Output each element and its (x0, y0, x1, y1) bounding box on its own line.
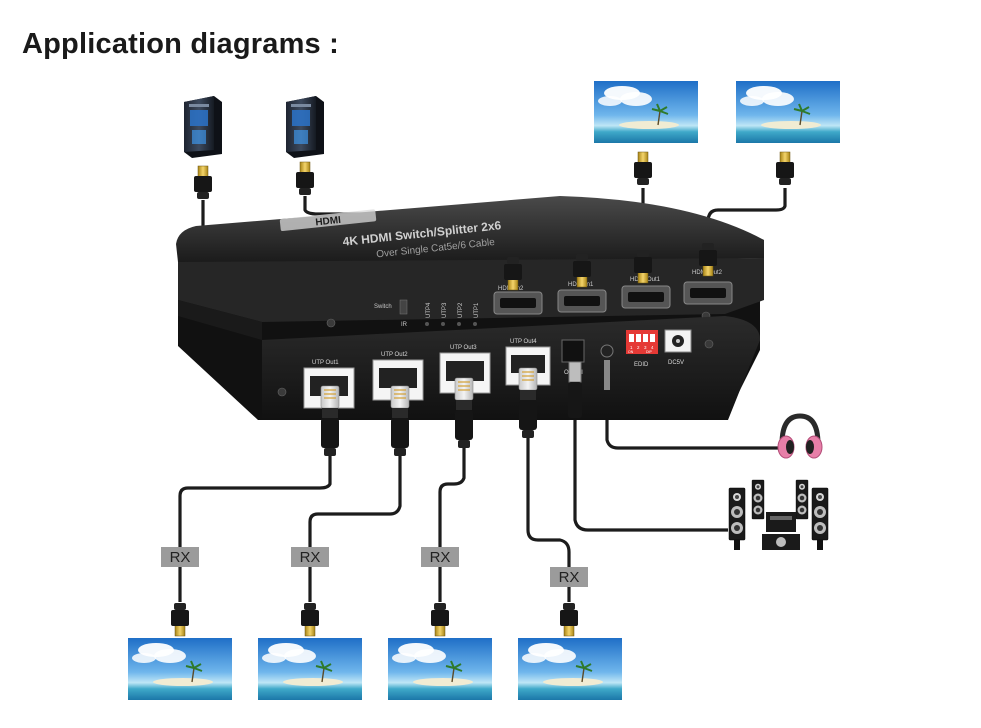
cable-utp4 (526, 436, 571, 568)
edid-label: EDID (634, 362, 649, 368)
led-indicator (425, 322, 429, 326)
led-indicator (457, 322, 461, 326)
utp-out3-label: UTP Out3 (450, 345, 477, 351)
tv-screen-icon (127, 637, 233, 701)
screw-icon (704, 339, 714, 349)
speaker-system-icon (728, 479, 829, 550)
dip-on-text: ON (628, 350, 634, 354)
cable-utp1 (178, 454, 332, 548)
cable-utp3 (438, 446, 466, 548)
hdmi-plug-icon (170, 602, 190, 637)
hdmi-plug-icon (430, 602, 450, 637)
hdmi-extender-device: HDMI 4K HDMI Switch/Splitter 2x6 Over Si… (176, 196, 764, 420)
hdmi-plug-icon (295, 161, 315, 196)
cable-headphone (605, 390, 778, 450)
rx-label: RX (300, 549, 321, 566)
dip-num-1: 1 (630, 345, 633, 350)
utp-out4-label: UTP Out4 (510, 339, 537, 345)
utp-led-labels: UTP4 UTP3 UTP2 UTP1 (426, 302, 480, 318)
dc-power-port[interactable]: DC5V (664, 329, 692, 366)
pc-tower-icon (286, 96, 324, 158)
audio-jack-port[interactable] (600, 344, 614, 390)
tv-screen-icon (387, 637, 493, 701)
led-indicator (441, 322, 445, 326)
rj45-plug-icon (454, 377, 474, 449)
rx-receiver-1: RX (161, 547, 199, 567)
screw-icon (277, 387, 287, 397)
brand-text: HDMI (315, 215, 342, 229)
rx-receiver-2: RX (291, 547, 329, 567)
led-utp3-label: UTP3 (442, 302, 448, 318)
rx-receiver-3: RX (421, 547, 459, 567)
dc-label: DC5V (668, 360, 684, 366)
dip-num-2: 2 (637, 345, 640, 350)
cable-utp2 (308, 456, 402, 548)
pc-tower-icon (184, 96, 222, 158)
tv-screen-icon (593, 80, 699, 144)
rx-label: RX (170, 549, 191, 566)
page-title: Application diagrams : (22, 28, 339, 60)
led-utp4-label: UTP4 (426, 302, 432, 318)
hdmi-plug-icon (300, 602, 320, 637)
screw-icon (326, 318, 336, 328)
dip-num-4: 4 (651, 345, 654, 350)
cable-optical (573, 418, 728, 532)
hdmi-plug-icon (775, 151, 795, 186)
rx-label: RX (559, 569, 580, 586)
rx-receiver-4: RX (550, 567, 588, 587)
led-utp2-label: UTP2 (458, 302, 464, 318)
hdmi-plug-icon (193, 165, 213, 200)
hdmi-plug-icon (633, 151, 653, 186)
rj45-port-out3[interactable]: UTP Out3 (439, 345, 491, 394)
rj45-plug-icon (320, 385, 340, 457)
edid-dip-switch[interactable]: 1 2 3 4 ON DIP EDID (626, 330, 658, 368)
dip-dip-text: DIP (646, 350, 653, 354)
tv-screen-icon (517, 637, 623, 701)
brand-logo (279, 209, 377, 231)
optical-plug-icon (568, 361, 582, 418)
dip-num-3: 3 (644, 345, 647, 350)
cable-tv2 (706, 188, 787, 238)
tv-screen-icon (735, 80, 841, 144)
rj45-plug-icon (390, 385, 410, 457)
rx-label: RX (430, 549, 451, 566)
tv-screen-icon (257, 637, 363, 701)
switch-label: Switch (374, 304, 392, 310)
led-indicator (473, 322, 477, 326)
rj45-plug-icon (518, 367, 538, 439)
utp-out1-label: UTP Out1 (312, 360, 339, 366)
utp-out2-label: UTP Out2 (381, 352, 408, 358)
led-utp1-label: UTP1 (474, 302, 480, 318)
ir-label: IR (401, 322, 408, 328)
switch-button[interactable] (399, 299, 408, 315)
hdmi-plug-icon (559, 602, 579, 637)
headphones-icon (777, 413, 823, 459)
